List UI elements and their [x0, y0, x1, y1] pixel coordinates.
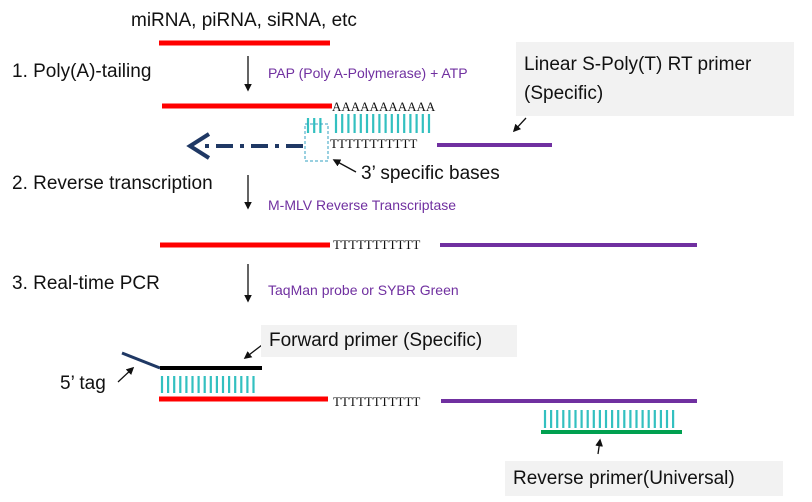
hybrid-ticks-rt	[306, 114, 431, 133]
hybrid-ticks-reverse	[543, 410, 675, 428]
polyT-pcr: TTTTTTTTTTT	[333, 394, 421, 409]
forward-primer-pointer	[243, 344, 263, 359]
tag-pointer	[117, 366, 135, 383]
hybrid-ticks-forward	[160, 376, 255, 393]
rna-types-label: miRNA, piRNA, siRNA, etc	[131, 10, 357, 31]
rt-primer-box: Linear S-Poly(T) RT primer (Specific)	[516, 42, 794, 116]
step3-label: 3. Real-time PCR	[12, 273, 160, 294]
step2-label: 2. Reverse transcription	[12, 173, 213, 194]
specific-bases-label: 3’ specific bases	[361, 163, 500, 184]
rt-primer-title: Linear S-Poly(T) RT primer	[524, 53, 752, 75]
detection-label: TaqMan probe or SYBR Green	[268, 282, 459, 298]
forward-primer-tag	[121, 351, 161, 370]
forward-primer-box: Forward primer (Specific)	[261, 325, 517, 357]
pap-label: PAP (Poly A-Polymerase) + ATP	[268, 65, 468, 81]
reverse-primer-pointer	[595, 438, 603, 455]
specific-bases-pointer	[332, 159, 357, 173]
forward-primer-label: Forward primer (Specific)	[269, 330, 483, 351]
mmlv-label: M-MLV Reverse Transcriptase	[268, 197, 457, 213]
tag-label: 5’ tag	[60, 373, 106, 394]
rt-primer-subtitle: (Specific)	[524, 83, 604, 104]
polyT-primer: TTTTTTTTTTT	[330, 136, 418, 151]
polyT-cdna: TTTTTTTTTTT	[333, 237, 421, 252]
rt-extension-arrowhead	[186, 132, 211, 160]
rt-primer-pointer	[512, 117, 527, 133]
step1-label: 1. Poly(A)-tailing	[12, 61, 152, 82]
reverse-primer-box: Reverse primer(Universal)	[505, 461, 783, 496]
reverse-primer-label: Reverse primer(Universal)	[513, 467, 735, 489]
polyA-tail: AAAAAAAAAAA	[332, 99, 436, 114]
specific-bases-box	[304, 123, 329, 162]
